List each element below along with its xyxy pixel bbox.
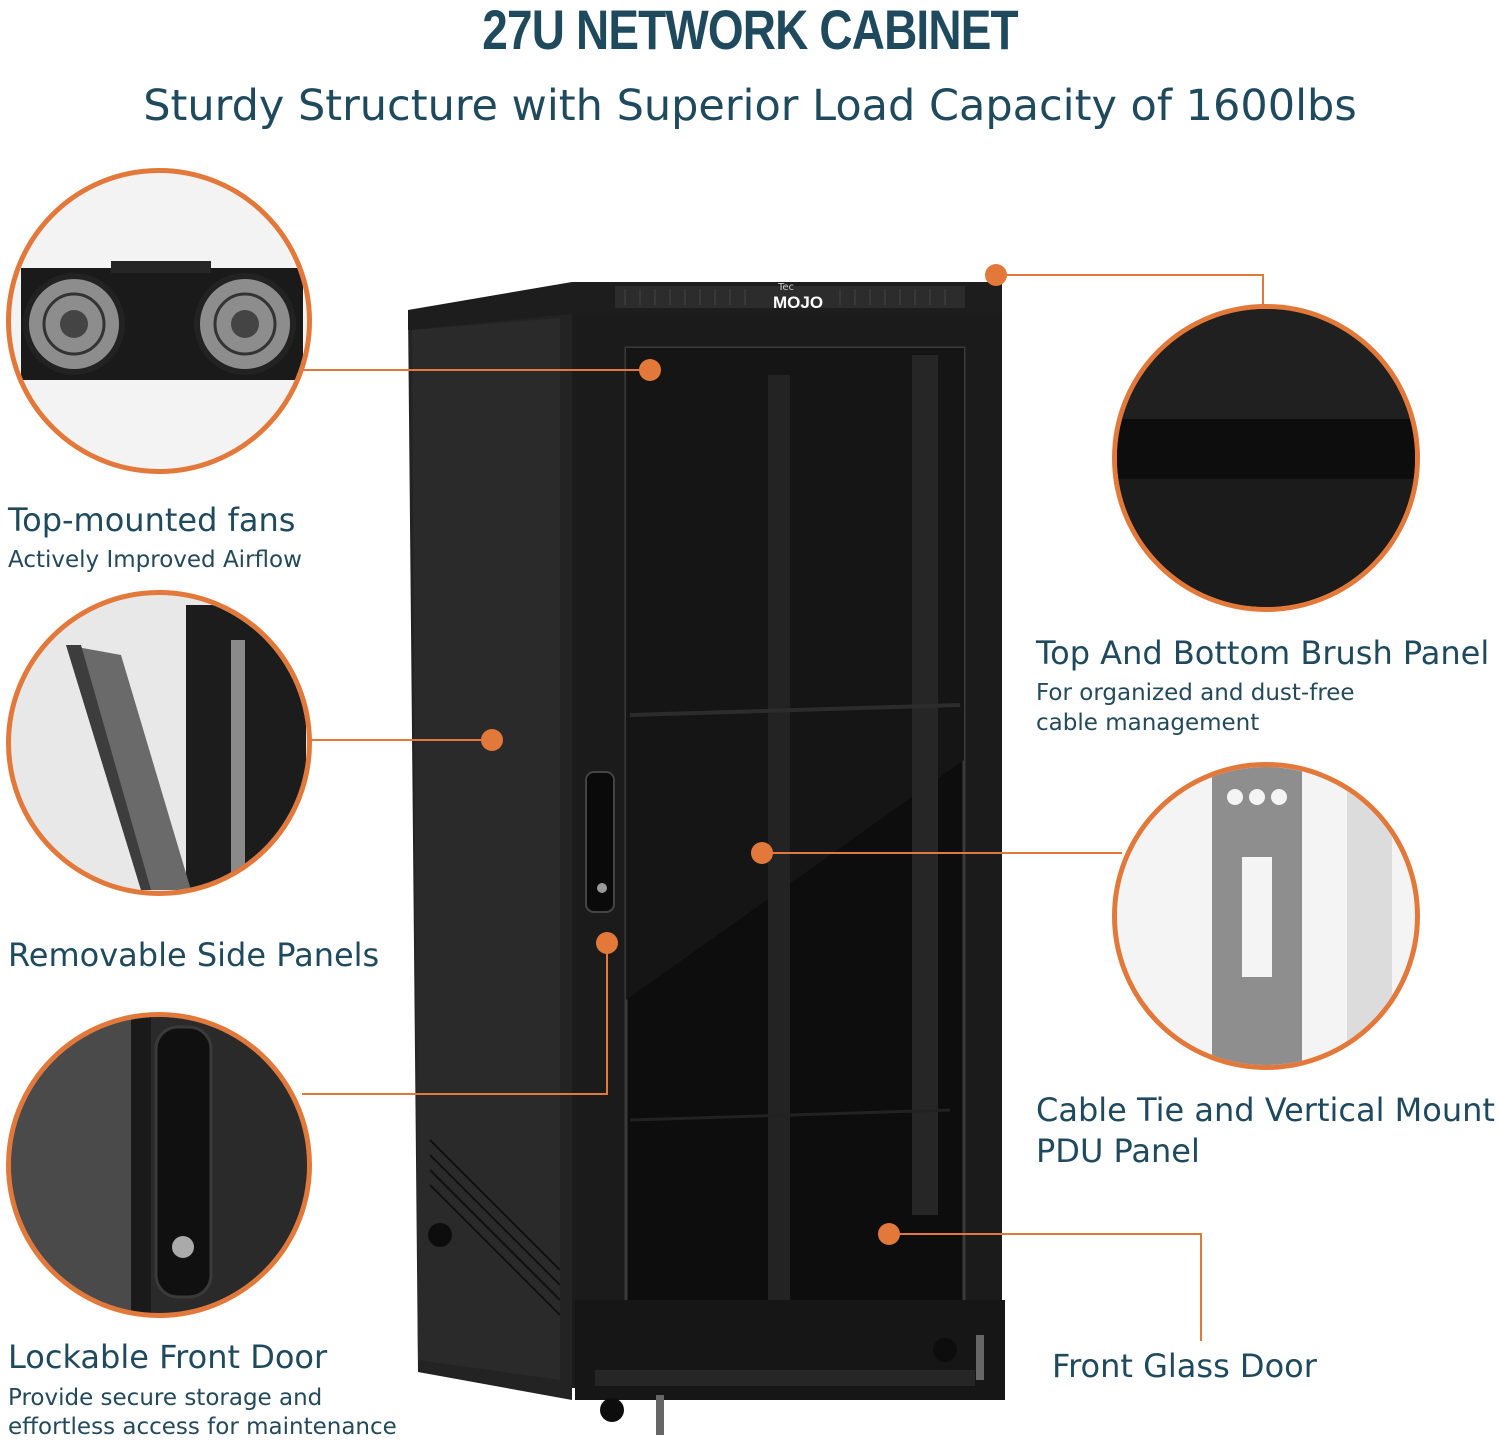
brush-panel-detail-circle — [1112, 304, 1420, 612]
side-panels-title: Removable Side Panels — [8, 936, 380, 974]
page-title: 27U NETWORK CABINET — [482, 0, 1018, 61]
leader-fans — [302, 369, 650, 371]
side-panels-detail-image — [66, 605, 306, 891]
front-door-title: Lockable Front Door — [8, 1338, 328, 1376]
dot-side-panels — [481, 729, 503, 751]
front-door-subtitle-line2: effortless access for maintenance — [8, 1414, 397, 1440]
fans-subtitle: Actively Improved Airflow — [8, 547, 302, 573]
door-handle — [585, 771, 615, 913]
fans-detail-image — [21, 261, 303, 380]
leader-front-door-v — [606, 943, 608, 1095]
page-subtitle: Sturdy Structure with Superior Load Capa… — [143, 81, 1357, 131]
dot-fans — [639, 359, 661, 381]
pdu-panel-detail-circle — [1112, 762, 1420, 1070]
brand-top: Tec — [777, 282, 794, 293]
pdu-panel-title-line2: PDU Panel — [1036, 1132, 1200, 1170]
leader-brush-panel-h — [996, 274, 1264, 276]
brush-panel-subtitle-line1: For organized and dust-free — [1036, 680, 1355, 706]
inner-rail-right — [912, 355, 938, 1215]
leader-brush-panel-v — [1262, 274, 1264, 306]
brand-logo: MOJO — [773, 293, 823, 312]
brush-panel-title: Top And Bottom Brush Panel — [1036, 634, 1490, 672]
pdu-panel-detail-image — [1212, 767, 1392, 1065]
fans-title: Top-mounted fans — [8, 501, 296, 539]
side-vent — [429, 1139, 561, 1316]
brush-panel-subtitle-line2: cable management — [1036, 710, 1260, 736]
pdu-panel-title-line1: Cable Tie and Vertical Mount — [1036, 1091, 1495, 1129]
front-door-detail-circle — [6, 1012, 312, 1318]
brush-panel-detail-image — [1117, 309, 1415, 607]
front-door-subtitle-line1: Provide secure storage and — [8, 1385, 323, 1411]
inner-rail-left — [768, 375, 790, 1315]
casters — [428, 1223, 957, 1422]
side-panels-detail-circle — [6, 590, 312, 896]
dot-front-door — [596, 932, 618, 954]
leader-glass-door-h — [889, 1233, 1202, 1235]
front-door-detail-image — [11, 1017, 307, 1313]
leader-front-door-h — [302, 1093, 608, 1095]
leader-glass-door-v — [1200, 1233, 1202, 1341]
glass-door-title: Front Glass Door — [1052, 1347, 1317, 1385]
fans-detail-circle — [6, 168, 312, 474]
leader-side-panels — [308, 739, 492, 741]
leader-pdu-panel — [762, 852, 1122, 854]
